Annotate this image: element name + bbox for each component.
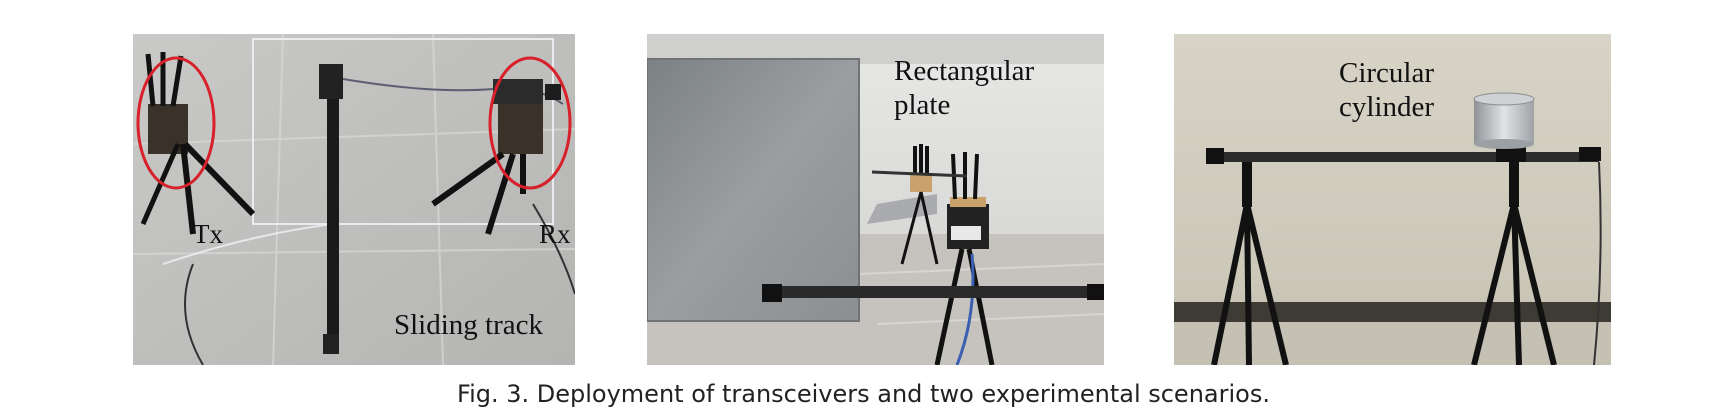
rectangular-plate-label-line1: Rectangular: [894, 55, 1035, 87]
photo-rectangular-plate-graphic: [647, 34, 1104, 365]
photo-circular-cylinder-scenario: Circular cylinder: [1174, 34, 1611, 365]
photo-rectangular-plate-scenario: Rectangular plate: [647, 34, 1104, 365]
rx-label: Rx: [539, 219, 571, 249]
circular-cylinder-label-line1: Circular: [1339, 57, 1435, 89]
tx-highlight-circle: [136, 56, 216, 190]
circular-cylinder-label-line2: cylinder: [1339, 91, 1435, 123]
rx-device: [431, 79, 561, 235]
sliding-track-label: Sliding track: [394, 309, 544, 341]
tx-label: Tx: [193, 219, 223, 249]
photo-deployment-transceivers: Tx Rx Sliding track: [133, 34, 575, 365]
figure-caption: Fig. 3. Deployment of transceivers and t…: [457, 380, 1270, 408]
photo-circular-cylinder-graphic: [1174, 34, 1611, 365]
photo-deployment-graphic: [133, 34, 575, 365]
rectangular-plate-label-line2: plate: [894, 89, 951, 121]
rx-highlight-circle: [488, 56, 572, 190]
